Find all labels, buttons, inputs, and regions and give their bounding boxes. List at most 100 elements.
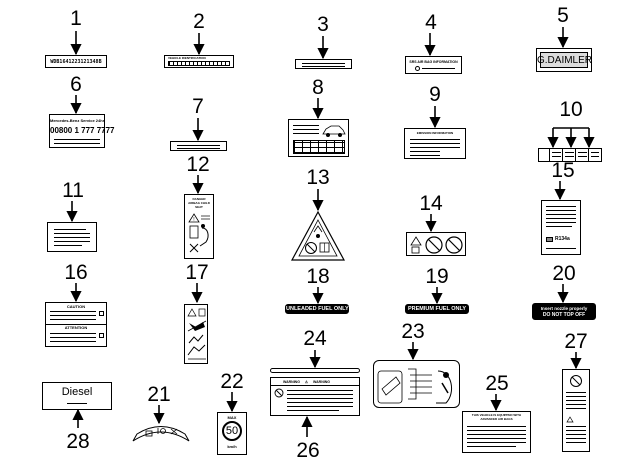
airbag-warning-label: DANGER AIRBAG CHILD SEAT ! [184,194,214,259]
line [287,410,339,411]
emission-text: EMISSION INFORMATION [416,131,454,135]
line [302,63,345,64]
callout-23: 23 [401,320,425,343]
cell [539,149,550,161]
divider [46,324,106,325]
callout-25: 25 [485,372,509,395]
callout-19: 19 [425,265,449,288]
divider [271,385,359,386]
line [293,125,319,126]
line [546,214,576,215]
line [546,226,572,227]
line [467,438,526,439]
line [566,400,586,401]
vehicle-id-label: VEHICLE IDENTIFICATION [164,55,234,68]
line [287,390,353,391]
daimler-plate [540,52,588,68]
callout-24: 24 [303,327,327,350]
attention-text: ATTENTION [64,325,88,330]
line [467,426,526,427]
airbag-child-icon: ! [188,213,210,253]
unleaded-text: UNLEADED FUEL ONLY [286,306,349,312]
line [54,139,100,140]
label-10 [538,148,602,162]
advanced-text-1: THIS VEHICLE IS EQUIPPED WITH [471,413,522,417]
speed-circle [222,421,242,441]
line [422,68,455,69]
warning-header: WARNING ⚠ WARNING [271,379,359,385]
advanced-airbag-label: THIS VEHICLE IS EQUIPPED WITH ADVANCED A… [462,411,531,453]
warning-icons-label [406,232,466,256]
line [293,129,319,130]
srs-text: SRS AIR BAG INFORMATION [409,60,458,64]
callout-6: 6 [70,73,82,96]
line [546,248,576,249]
line [177,145,220,146]
line [546,206,576,207]
tire-info-label [288,119,349,157]
line [54,143,100,144]
line [566,434,586,435]
line [566,396,586,397]
airbag-triangle-label [290,210,346,261]
line [546,218,576,219]
airbag-warning-text: DANGER AIRBAG CHILD SEAT [188,197,210,209]
line [54,233,90,234]
callout-20: 20 [552,262,576,285]
line [566,442,586,443]
line [50,311,96,312]
line [54,241,90,242]
unleaded-fuel-label: UNLEADED FUEL ONLY [285,304,349,314]
diesel-text: Diesel [61,386,93,398]
callout-10: 10 [559,98,583,121]
line [287,394,353,395]
warning-label-26: WARNING ⚠ WARNING [270,377,360,416]
max-text: MAX [227,415,237,420]
line [54,245,82,246]
cell [550,149,563,161]
line [566,408,586,409]
callout-1: 1 [70,7,82,30]
warning-left: WARNING [283,380,300,384]
caution-label: CAUTION ATTENTION [45,302,107,347]
line [302,66,345,67]
tall-warning-label [562,369,590,452]
line [50,319,96,320]
label-11 [47,222,97,252]
square-icon [99,333,104,338]
warning-right: WARNING [313,380,330,384]
line [467,442,526,443]
callout-17: 17 [185,261,209,284]
warning-triangle-icon [566,416,574,423]
callout-21: 21 [147,383,171,406]
line [287,398,353,399]
line [410,151,440,152]
speed-value: 50 [225,425,239,437]
line [546,210,576,211]
vin-text: WDB1641223121348B [50,59,102,65]
no-symbol-icon [570,375,582,387]
service-24hr-label: Mercedes-Benz Service 24hr 00800 1 777 7… [49,114,115,148]
cell [563,149,576,161]
line [50,337,96,338]
line [410,143,460,144]
fuel-nozzle-label: Insert nozzle properly DO NOT TOP OFF [532,303,596,320]
callout-13: 13 [306,166,330,189]
callout-22: 22 [220,370,244,393]
callout-16: 16 [64,261,88,284]
line [54,229,86,230]
callout-11: 11 [62,179,84,202]
line [566,438,586,439]
callout-3: 3 [317,13,329,36]
line [50,315,96,316]
refrigerant-label: R134a [541,200,581,255]
line [54,237,90,238]
swatch [546,237,553,242]
cell [589,149,601,161]
line [566,392,586,393]
line [566,404,586,405]
no-symbol-icon [274,388,284,398]
tire-table [293,140,345,154]
